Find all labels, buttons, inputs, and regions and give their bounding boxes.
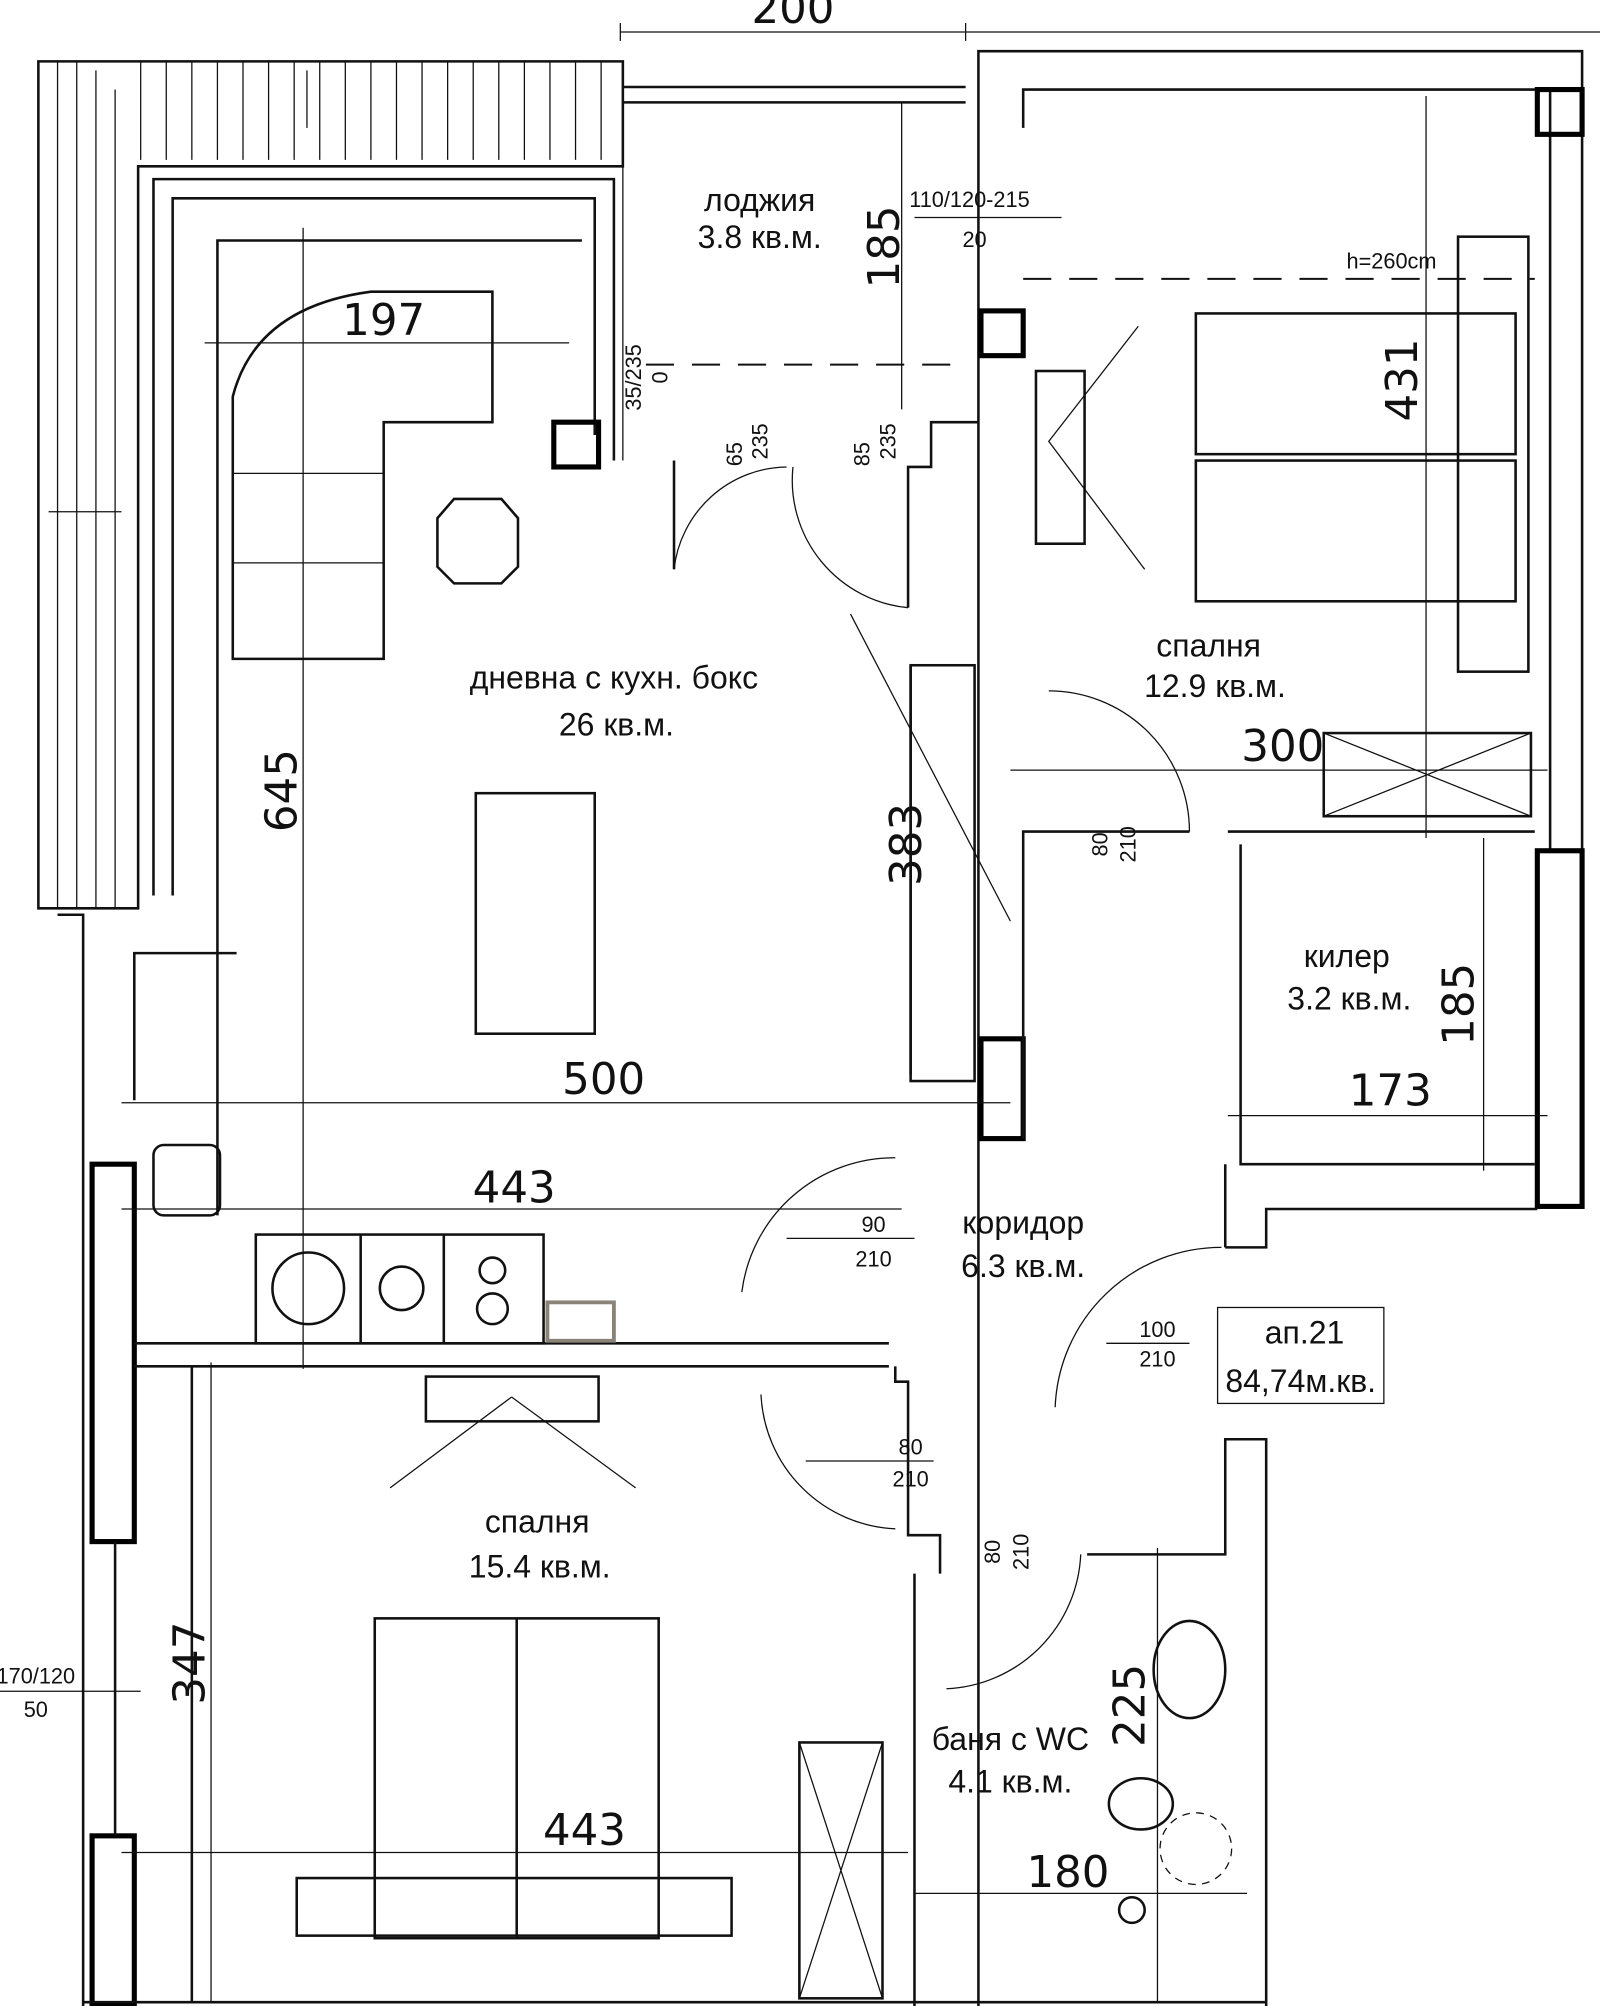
room-name: спалня [1156, 627, 1261, 663]
dimension-label: 645 [258, 749, 308, 832]
dimension-label: 300 [1241, 722, 1324, 772]
opening-label: 210 [1116, 826, 1141, 862]
opening-labels: 110/120-215 20 35/235 0 65 235 85 235 80… [0, 187, 1437, 1722]
room-area: 12.9 кв.м. [1144, 668, 1286, 704]
opening-label: 170/120 [0, 1664, 75, 1689]
opening-label: 110/120-215 [909, 187, 1029, 212]
room-name: килер [1304, 938, 1390, 974]
opening-label: 210 [855, 1247, 891, 1272]
opening-label: 90 [861, 1212, 885, 1237]
dimension-label: 200 [751, 0, 834, 34]
opening-label: 0 [648, 371, 673, 383]
walls [37, 23, 1600, 2006]
dimension-label: 173 [1349, 1066, 1432, 1116]
apartment-name: ап.21 [1265, 1314, 1345, 1350]
room-area: 3.8 кв.м. [698, 219, 822, 255]
opening-label: 35/235 [621, 344, 646, 410]
opening-label: 210 [1139, 1346, 1175, 1371]
dimension-label: 347 [166, 1622, 216, 1705]
dimension-label: 225 [1106, 1664, 1156, 1747]
dimension-label: 180 [1026, 1848, 1109, 1898]
doors [673, 466, 1222, 1690]
opening-label: 210 [1008, 1534, 1033, 1570]
dimension-label: 431 [1378, 338, 1428, 421]
dimension-label: 185 [1434, 963, 1484, 1046]
dimension-labels: 200 185 197 431 645 383 300 185 500 173 … [166, 0, 1485, 1898]
room-name: лоджия [704, 182, 815, 218]
room-name: коридор [962, 1204, 1084, 1240]
opening-label: 210 [893, 1467, 929, 1492]
opening-label: 80 [980, 1540, 1005, 1564]
opening-label: 235 [875, 423, 900, 459]
dimension-label: 185 [860, 205, 910, 288]
room-labels: лоджия 3.8 кв.м. дневна с кухн. бокс 26 … [469, 182, 1412, 1799]
opening-label: 20 [962, 227, 986, 252]
room-area: 15.4 кв.м. [469, 1548, 611, 1584]
room-name: баня с WC [932, 1721, 1089, 1757]
opening-label: 100 [1139, 1317, 1175, 1342]
dimension-label: 383 [882, 803, 932, 886]
ceiling-height-label: h=260cm [1347, 249, 1437, 274]
dimension-label: 197 [342, 296, 425, 346]
room-area: 6.3 кв.м. [961, 1248, 1085, 1284]
opening-label: 50 [24, 1697, 48, 1722]
room-name: дневна с кухн. бокс [470, 659, 758, 695]
apartment-area: 84,74м.кв. [1225, 1363, 1376, 1399]
dimension-lines [0, 95, 1548, 2003]
furniture [231, 235, 1533, 2000]
room-area: 4.1 кв.м. [948, 1763, 1072, 1799]
opening-label: 65 [722, 442, 747, 466]
room-name: спалня [485, 1504, 590, 1540]
room-area: 3.2 кв.м. [1287, 980, 1411, 1016]
opening-label: 85 [850, 442, 875, 466]
dimension-label: 443 [473, 1164, 556, 1214]
dimension-label: 443 [543, 1806, 626, 1856]
dimension-label: 500 [562, 1055, 645, 1105]
balcony-hatching [48, 61, 602, 909]
opening-label: 80 [1088, 832, 1113, 856]
opening-label: 235 [747, 423, 772, 459]
apartment-label-box: ап.21 84,74м.кв. [1216, 1306, 1385, 1405]
opening-label: 80 [899, 1435, 923, 1460]
room-area: 26 кв.м. [559, 707, 674, 743]
